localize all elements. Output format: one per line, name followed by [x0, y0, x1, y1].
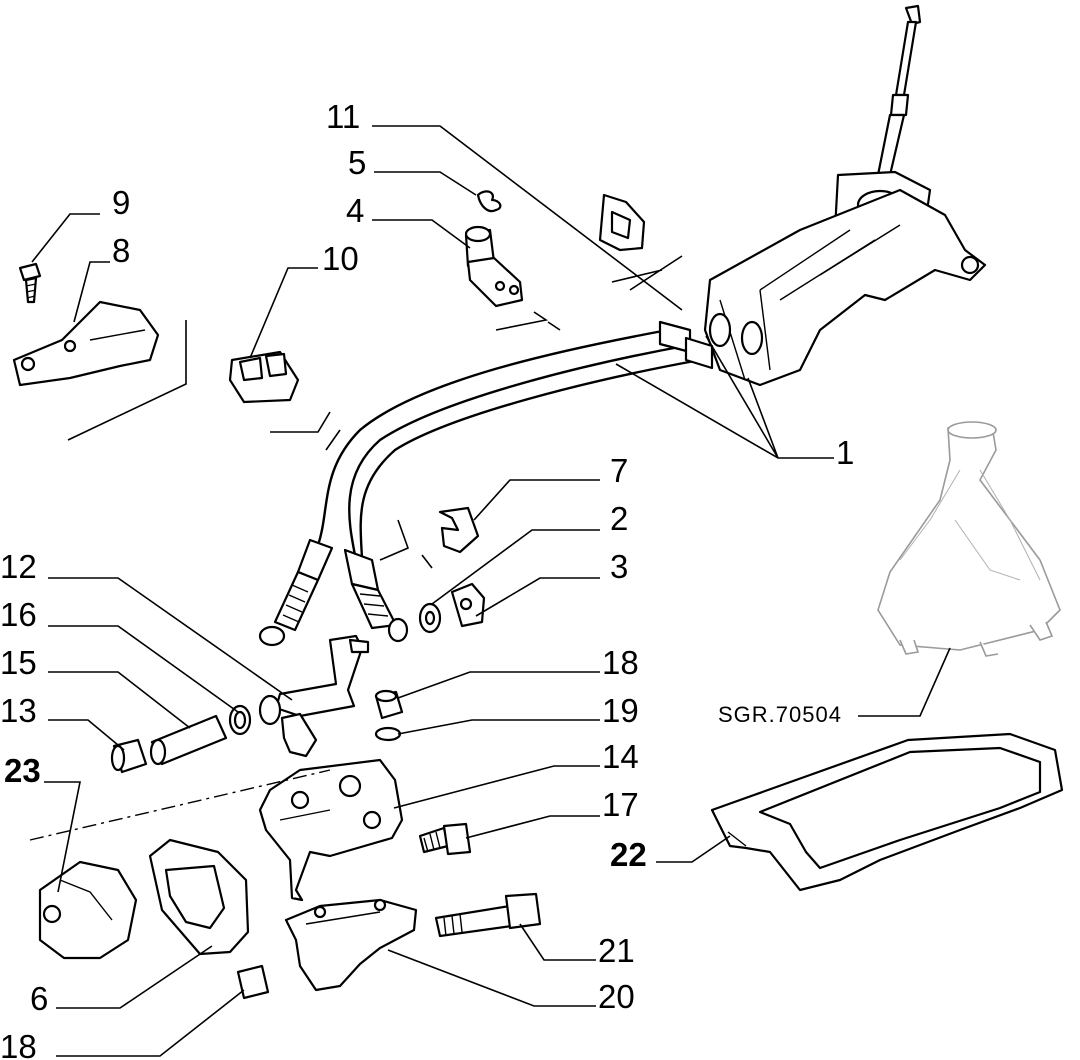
bracket-plate-8 [12, 300, 160, 387]
callout-15: 15 [0, 644, 37, 681]
callout-18-bottom: 18 [0, 1028, 37, 1060]
callout-18-top: 18 [602, 644, 639, 681]
callout-2: 2 [610, 500, 628, 537]
bushing-16 [228, 704, 252, 736]
spring-clip-5 [476, 190, 502, 213]
clip-11 [598, 193, 646, 252]
callout-17: 17 [602, 786, 639, 823]
callout-10: 10 [322, 240, 359, 277]
lower-bracket-20 [284, 898, 418, 992]
bolt-21 [434, 892, 542, 938]
trim-frame-22 [710, 732, 1064, 892]
callout-14: 14 [602, 738, 639, 775]
clip-7 [438, 506, 480, 554]
cover-23 [38, 860, 138, 960]
callout-12: 12 [0, 548, 37, 585]
leader-lines [31, 125, 951, 1057]
selector-lever-12 [258, 634, 370, 758]
callout-3: 3 [610, 548, 628, 585]
callout-1: 1 [836, 434, 854, 471]
reference-code: SGR.70504 [718, 702, 842, 727]
nut-18-top [374, 689, 404, 720]
mounting-plate-14 [258, 758, 404, 902]
sleeve-15 [149, 714, 228, 766]
callout-labels: 11 5 4 9 8 10 1 7 2 3 12 16 15 13 18 19 … [0, 98, 854, 1060]
bolt-17 [418, 822, 472, 856]
gear-boot [877, 421, 1061, 657]
washer-19 [374, 726, 402, 742]
gear-lever-housing [703, 4, 987, 387]
callout-4: 4 [346, 192, 364, 229]
callout-13: 13 [0, 692, 37, 729]
washer-2 [418, 602, 442, 634]
callout-20: 20 [598, 978, 635, 1015]
callout-21: 21 [598, 932, 635, 969]
callout-9: 9 [112, 184, 130, 221]
callout-19: 19 [602, 692, 639, 729]
cable-holder-4 [464, 225, 524, 308]
rubber-mount-6 [148, 838, 250, 956]
nut-18-bottom [236, 964, 270, 1000]
selector-cables [258, 320, 714, 647]
callout-22: 22 [610, 836, 647, 873]
callout-7: 7 [610, 452, 628, 489]
callout-5: 5 [348, 144, 366, 181]
clip-3 [450, 582, 486, 628]
callout-6: 6 [30, 980, 48, 1017]
callout-11: 11 [326, 98, 360, 135]
callout-23: 23 [4, 752, 41, 789]
callout-8: 8 [112, 232, 130, 269]
callout-16: 16 [0, 596, 37, 633]
bolt-9 [18, 262, 42, 304]
clip-block-10 [228, 350, 300, 404]
